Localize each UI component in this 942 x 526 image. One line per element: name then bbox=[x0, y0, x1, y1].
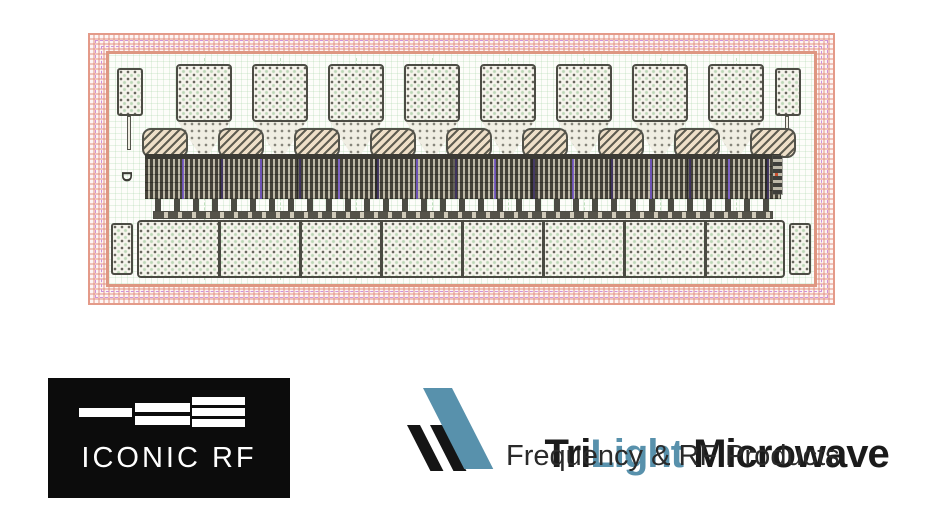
trilight-word-microwave: Microwave bbox=[683, 432, 890, 476]
die-layout-frame: D bbox=[88, 33, 835, 305]
die-bottom-pad-divider bbox=[704, 222, 707, 276]
die-pad-bottom-left bbox=[111, 223, 133, 275]
die-hatched-pad bbox=[218, 128, 264, 158]
die-gate-pad-top bbox=[556, 64, 612, 122]
die-bottom-pad-divider bbox=[461, 222, 464, 276]
iconic-rf-bar-icon bbox=[135, 403, 190, 412]
die-hatched-pad bbox=[522, 128, 568, 158]
die-hatched-pad bbox=[370, 128, 416, 158]
die-marking-text bbox=[772, 155, 783, 195]
die-hatched-pad bbox=[674, 128, 720, 158]
trilight-wordmark: TriLight Microwave bbox=[504, 388, 889, 520]
die-pad-top-right bbox=[775, 68, 801, 116]
die-gate-pad-top bbox=[480, 64, 536, 122]
die-bottom-pad-divider bbox=[380, 222, 383, 276]
die-finger-array bbox=[145, 154, 781, 199]
iconic-rf-bar-icon bbox=[135, 416, 190, 425]
die-bottom-pad-divider bbox=[623, 222, 626, 276]
die-gate-pad-top bbox=[708, 64, 764, 122]
die-gate-pad-top bbox=[252, 64, 308, 122]
die-bottom-pad-strip bbox=[137, 220, 785, 278]
iconic-rf-logo: ICONIC RF bbox=[48, 378, 290, 498]
trilight-stripes-icon bbox=[400, 380, 512, 476]
iconic-rf-bar-icon bbox=[192, 419, 245, 427]
die-lower-bus bbox=[153, 211, 773, 219]
die-gate-pad-top bbox=[404, 64, 460, 122]
iconic-rf-bar-icon bbox=[192, 397, 245, 405]
die-orientation-marker: D bbox=[117, 171, 135, 182]
die-gate-pad bbox=[632, 64, 688, 163]
die-gate-pad-top bbox=[328, 64, 384, 122]
iconic-rf-wordmark: ICONIC RF bbox=[81, 442, 257, 474]
die-bottom-pad-divider bbox=[218, 222, 221, 276]
die-pad-bottom-right bbox=[789, 223, 811, 275]
die-bottom-pad-divider bbox=[542, 222, 545, 276]
die-inner: D bbox=[106, 51, 817, 287]
die-hatched-pad bbox=[750, 128, 796, 158]
trilight-word-tri: Tri bbox=[544, 432, 591, 476]
die-gate-pad-top bbox=[632, 64, 688, 122]
die-pad-top-left bbox=[117, 68, 143, 116]
iconic-rf-bar-icon bbox=[79, 408, 132, 417]
iconic-rf-bar-icon bbox=[192, 408, 245, 416]
die-source-tabs bbox=[155, 199, 771, 211]
die-bottom-pad-divider bbox=[299, 222, 302, 276]
die-gate-pad-top bbox=[176, 64, 232, 122]
die-gate-pad bbox=[176, 64, 232, 163]
die-content: D bbox=[109, 54, 814, 284]
die-stem-top-left bbox=[127, 116, 131, 150]
trilight-word-light: Light bbox=[590, 432, 684, 476]
trilight-tagline: Frequency & RF Products bbox=[506, 440, 840, 472]
